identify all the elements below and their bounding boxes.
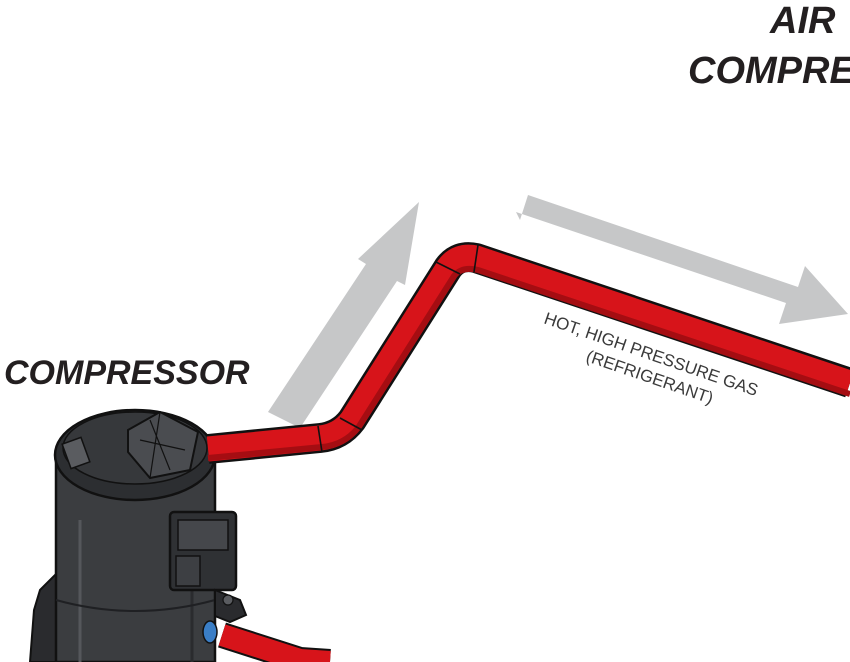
suction-pipe [218, 622, 331, 662]
flow-arrow-right-icon [516, 195, 848, 324]
air-label-line2: COMPRE [688, 50, 850, 92]
compressor-unit [28, 408, 248, 662]
compressor-label: COMPRESSOR [4, 354, 250, 392]
discharge-pipe [206, 242, 850, 464]
flow-arrow-up-icon [268, 202, 419, 428]
air-label-line1: AIR [769, 0, 836, 42]
